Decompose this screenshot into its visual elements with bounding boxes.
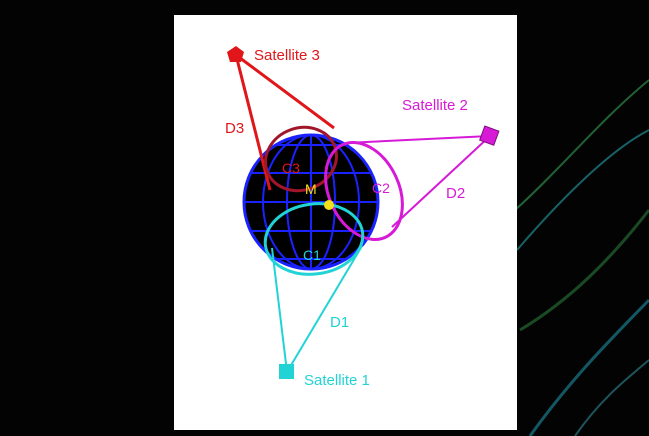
d3-line-right [235,53,335,130]
satellite-3-icon [227,46,244,62]
satellite-1-label: Satellite 1 [304,372,370,389]
d2-line-bottom [391,135,491,228]
d1-line-left [271,247,288,373]
satellite-2-icon [479,125,500,146]
circle-c3 [264,125,338,193]
d3-line-left [234,54,272,191]
d2-label: D2 [446,185,465,202]
c3-label: C3 [282,160,300,176]
circle-c1 [263,202,365,276]
satellite-3-label: Satellite 3 [254,47,320,64]
satellite-2-label: Satellite 2 [402,97,468,114]
earth-globe [242,133,380,271]
satellite-trilateration-diagram: Satellite 3 Satellite 2 Satellite 1 D3 D… [225,46,500,389]
d1-label: D1 [330,314,349,331]
satellite-1-group [263,202,365,379]
d1-line-right [286,245,363,373]
satellite-1-icon [279,364,294,379]
satellite-3-group [227,46,338,193]
c2-label: C2 [372,180,390,196]
d3-label: D3 [225,120,244,137]
m-label: M [305,181,317,197]
c1-label: C1 [303,247,321,263]
point-m [324,200,334,210]
d2-line-top [345,135,491,144]
